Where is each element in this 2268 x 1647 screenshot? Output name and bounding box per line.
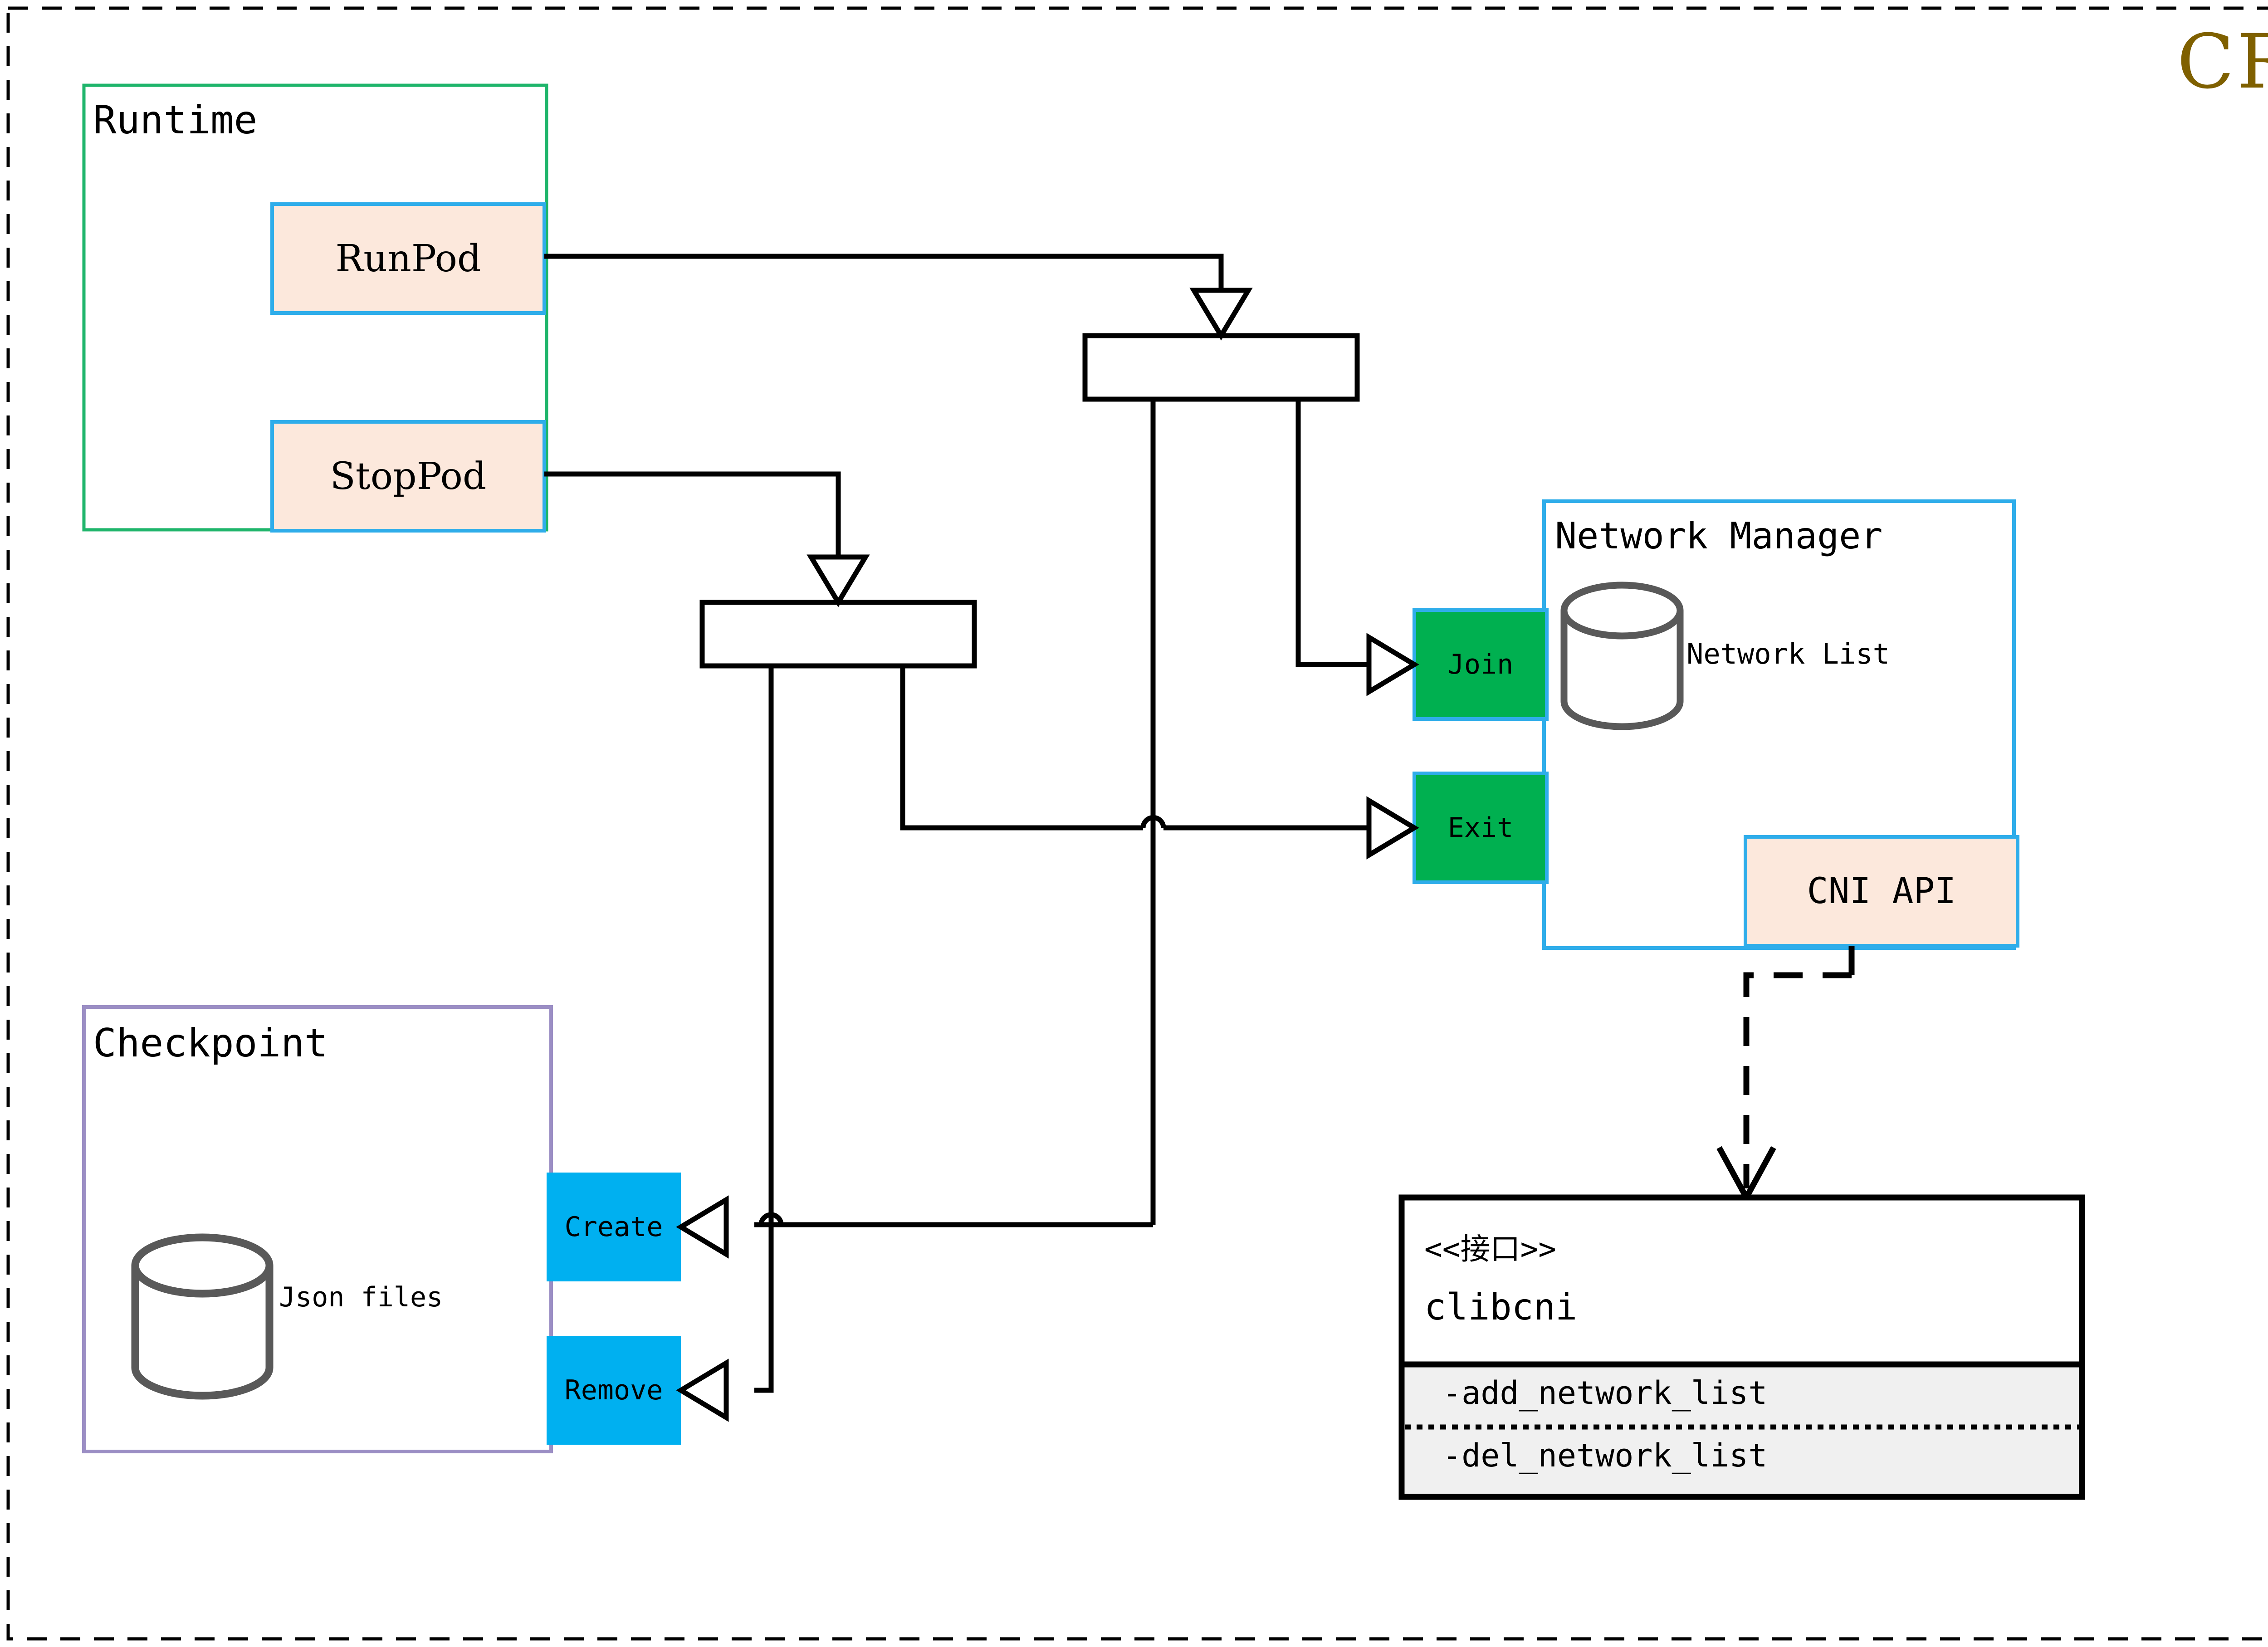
runpod-label: RunPod bbox=[335, 237, 481, 280]
stoppod-label: StopPod bbox=[330, 455, 487, 498]
clibcni-name: clibcni bbox=[1424, 1286, 1578, 1328]
network-manager-package-label: Network Manager bbox=[1555, 515, 1883, 557]
json-files-label: Json files bbox=[279, 1281, 443, 1313]
join-box[interactable] bbox=[1413, 608, 1549, 721]
create-label: Create bbox=[564, 1211, 663, 1243]
network-list-label: Network List bbox=[1686, 637, 1890, 670]
arrowheads bbox=[676, 288, 1419, 1422]
fork-node-top bbox=[1082, 333, 1360, 402]
cni-api-label: CNI API bbox=[1807, 871, 1956, 912]
flow-connectors bbox=[544, 254, 1392, 1393]
stoppod-box[interactable] bbox=[270, 420, 546, 533]
outer-frame bbox=[6, 6, 2268, 1641]
remove-box[interactable] bbox=[547, 1336, 681, 1445]
create-box[interactable] bbox=[547, 1173, 681, 1281]
json-files-cylinder-icon bbox=[131, 1233, 274, 1400]
clibcni-methods-compartment bbox=[1405, 1364, 2079, 1494]
runtime-package-label: Runtime bbox=[93, 98, 258, 143]
network-list-cylinder-icon bbox=[1560, 582, 1684, 730]
checkpoint-package-label: Checkpoint bbox=[93, 1021, 328, 1066]
clibcni-stereotype: <<接口>> bbox=[1424, 1232, 1556, 1266]
remove-label: Remove bbox=[564, 1374, 663, 1406]
network-manager-package-box bbox=[1542, 499, 2016, 950]
fork-node-bottom bbox=[699, 600, 977, 669]
exit-box[interactable] bbox=[1413, 772, 1549, 884]
diagram-title: CRI bbox=[2177, 18, 2268, 105]
arrowhead-into-remove bbox=[676, 1359, 729, 1422]
clibcni-method-del: -del_network_list bbox=[1442, 1437, 1768, 1474]
arrowhead-into-join bbox=[1366, 633, 1419, 696]
realization-cni-api-to-clibcni bbox=[1743, 946, 1855, 1188]
arrowhead-into-create bbox=[676, 1195, 729, 1259]
arrowhead-into-fork-bottom bbox=[807, 554, 870, 607]
cni-api-box[interactable] bbox=[1744, 835, 2019, 948]
clibcni-method-add: -add_network_list bbox=[1442, 1374, 1768, 1412]
exit-label: Exit bbox=[1447, 812, 1514, 844]
arrowhead-into-exit bbox=[1366, 796, 1419, 860]
arrowhead-into-fork-top bbox=[1189, 288, 1253, 341]
join-label: Join bbox=[1447, 649, 1514, 680]
